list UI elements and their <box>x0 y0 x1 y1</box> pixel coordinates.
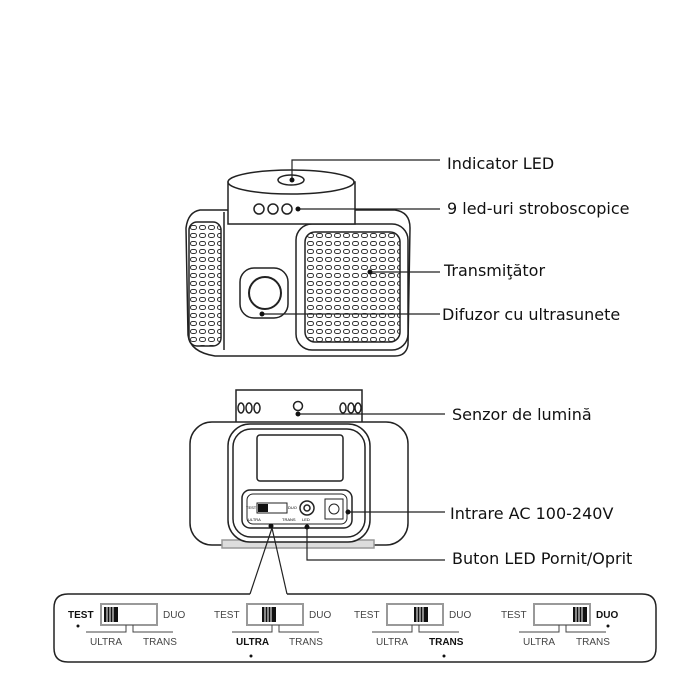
device-switch-trans: TRANS <box>282 517 296 522</box>
switch-modes: TEST DUO ULTRA TRANS TEST DUO ULTRA TRANS TEST DU… <box>68 603 618 658</box>
switch-knob <box>414 607 428 622</box>
switch-label-test: TEST <box>354 610 380 621</box>
light-sensor-icon <box>292 400 304 412</box>
switch-label-trans: TRANS <box>289 637 323 648</box>
switch-modes-callout <box>53 593 657 663</box>
active-dot <box>249 654 253 658</box>
active-dot <box>442 654 446 658</box>
switch-mode-duo: TEST DUO ULTRA TRANS <box>501 603 618 648</box>
switch-label-ultra: ULTRA <box>236 637 269 648</box>
label-ac-input: Intrare AC 100-240V <box>450 504 613 523</box>
switch-label-duo: DUO <box>596 610 618 621</box>
side-grille <box>188 221 222 347</box>
label-led-button: Buton LED Pornit/Oprit <box>452 549 632 568</box>
switch-knob <box>104 607 118 622</box>
active-dot <box>606 624 610 628</box>
switch-label-trans: TRANS <box>429 637 464 648</box>
switch-label-duo: DUO <box>309 610 331 621</box>
switch-mode-test: TEST DUO ULTRA TRANS <box>68 603 185 648</box>
ultrasonic-speaker-icon <box>248 276 282 310</box>
label-ultrasonic-speaker: Difuzor cu ultrasunete <box>442 305 620 324</box>
strobe-led-icon <box>281 203 293 215</box>
label-led-indicator: Indicator LED <box>447 154 554 173</box>
switch-label-test: TEST <box>214 610 240 621</box>
device-switch-test: TEST <box>246 505 257 510</box>
switch-knob <box>573 607 587 622</box>
switch-label-ultra: ULTRA <box>90 637 122 648</box>
switch-label-trans: TRANS <box>576 637 610 648</box>
strobe-led-icon <box>267 203 279 215</box>
switch-mode-ultra: TEST DUO ULTRA TRANS <box>214 603 331 658</box>
label-strobe-leds: 9 led-uri stroboscopice <box>447 199 629 218</box>
device-switch-duo: DUO <box>288 505 297 510</box>
switch-label-duo: DUO <box>163 610 185 621</box>
device-led-button-label: LED <box>302 517 310 522</box>
device-back-view <box>189 389 409 549</box>
switch-mode-trans: TEST DUO ULTRA TRANS <box>354 603 471 658</box>
switch-label-duo: DUO <box>449 610 471 621</box>
switch-label-trans: TRANS <box>143 637 177 648</box>
switch-label-test: TEST <box>501 610 527 621</box>
switch-knob <box>262 607 276 622</box>
device-perspective-view <box>185 169 411 357</box>
strobe-led-icon <box>253 203 265 215</box>
device-switch-ultra: ULTRA <box>248 517 261 522</box>
callout-lines-bottom <box>249 413 445 595</box>
active-dot <box>76 624 80 628</box>
callout-lines-top <box>262 159 440 315</box>
switch-label-ultra: ULTRA <box>376 637 408 648</box>
switch-label-ultra: ULTRA <box>523 637 555 648</box>
switch-label-test: TEST <box>68 610 94 621</box>
label-transmitter: Transmiţător <box>443 261 545 280</box>
label-light-sensor: Senzor de lumină <box>452 405 592 424</box>
